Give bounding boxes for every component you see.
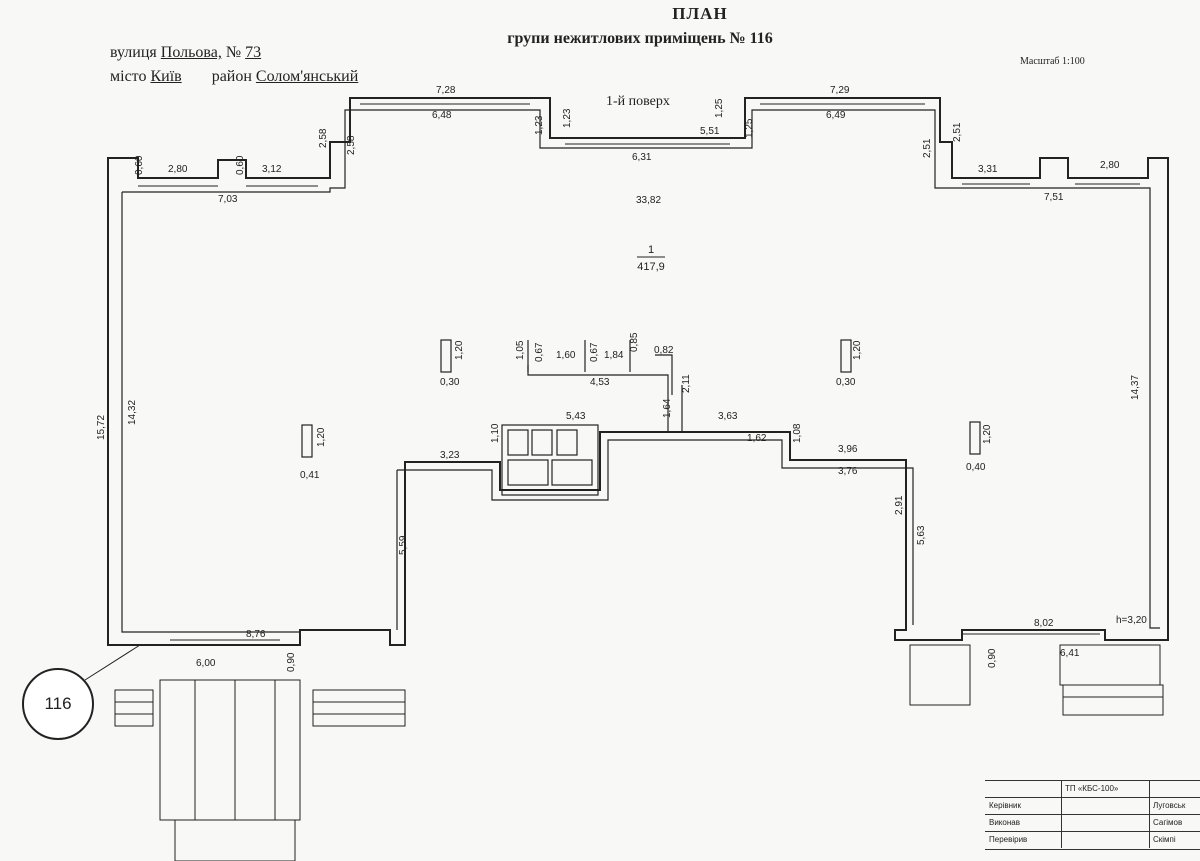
dim-120d: 1,20 <box>982 424 993 444</box>
dim-453: 4,53 <box>590 377 610 388</box>
city-line: місто Київ район Солом'янський <box>110 68 358 86</box>
dim-3382: 33,82 <box>636 195 661 206</box>
stamp-row-2-name: Сагімов <box>1153 818 1183 827</box>
group-leader-line <box>84 644 141 681</box>
dim-641: 6,41 <box>1060 648 1080 659</box>
dim-164: 1,64 <box>662 398 673 418</box>
dim-211: 2,11 <box>681 374 692 393</box>
windows-top <box>138 103 1140 641</box>
stamp-row-3-name: Скімпі <box>1153 835 1176 844</box>
dim-729: 7,29 <box>830 85 850 96</box>
dim-703: 7,03 <box>218 194 238 205</box>
dim-543: 5,43 <box>566 411 586 422</box>
dim-1437: 14,37 <box>1130 375 1141 400</box>
dim-751: 7,51 <box>1044 192 1064 203</box>
room-area: 417,9 <box>637 261 665 273</box>
dim-331: 3,31 <box>978 164 998 175</box>
dim-030b: 0,30 <box>836 377 856 388</box>
dim-085: 0,85 <box>629 332 640 352</box>
dim-323: 3,23 <box>440 450 460 461</box>
dim-123b: 1,23 <box>562 108 573 128</box>
number-prefix: № <box>225 44 242 61</box>
outer-wall <box>107 97 1169 646</box>
title-block: ТП «КБС-100» Керівник Луговськ Виконав С… <box>985 770 1200 861</box>
dim-184: 1,84 <box>604 350 624 361</box>
dim-067a: 0,67 <box>534 342 545 362</box>
dim-648: 6,48 <box>432 110 452 121</box>
stairs <box>114 644 1164 861</box>
dim-082: 0,82 <box>654 345 674 356</box>
floor-label: 1-й поверх <box>606 94 670 109</box>
dim-876: 8,76 <box>246 629 266 640</box>
dim-280a: 2,80 <box>168 164 188 175</box>
room-label: 1 417,9 <box>637 244 665 273</box>
dim-060a: 0,60 <box>134 155 145 175</box>
dim-728: 7,28 <box>436 85 456 96</box>
dim-802: 8,02 <box>1034 618 1054 629</box>
dim-040: 0,40 <box>966 462 986 473</box>
city-prefix: місто <box>110 68 147 85</box>
stamp-row-3-label: Перевірив <box>989 835 1028 844</box>
street-line: вулиця Польова, № 73 <box>110 44 261 62</box>
scale-label: Масштаб 1:100 <box>1020 56 1085 67</box>
room-number: 1 <box>648 244 654 256</box>
dim-363: 3,63 <box>718 411 738 422</box>
district-name: Солом'янський <box>255 68 359 85</box>
dim-162: 1,62 <box>747 433 767 444</box>
dimension-labels: 7,28 6,48 2,58 2,58 1,23 1,23 1,25 1,25 … <box>96 85 1147 672</box>
dim-258b: 2,58 <box>346 135 357 155</box>
dim-160: 1,60 <box>556 350 576 361</box>
dim-376: 3,76 <box>838 466 858 477</box>
building-number: 73 <box>245 44 262 61</box>
dim-551: 5,51 <box>700 126 720 137</box>
dim-030a: 0,30 <box>440 377 460 388</box>
dim-110: 1,10 <box>490 423 501 443</box>
dim-280b: 2,80 <box>1100 160 1120 171</box>
stamp-row-1-name: Луговськ <box>1153 801 1186 810</box>
plan-subtitle: групи нежитлових приміщень № 116 <box>507 30 773 47</box>
dim-120c: 1,20 <box>316 427 327 447</box>
stamp-org: ТП «КБС-100» <box>1065 784 1119 793</box>
dim-312: 3,12 <box>262 164 282 175</box>
dim-108: 1,08 <box>792 423 803 443</box>
dim-120b: 1,20 <box>852 340 863 360</box>
dim-396: 3,96 <box>838 444 858 455</box>
central-partitions <box>501 340 683 496</box>
dim-291: 2,91 <box>894 495 905 515</box>
dim-1432: 14,32 <box>127 400 138 425</box>
dim-1572: 15,72 <box>96 415 107 440</box>
dim-125b: 1,25 <box>744 118 755 138</box>
dim-123a: 1,23 <box>534 115 545 135</box>
street-name: Польова, <box>160 44 222 61</box>
dim-563: 5,63 <box>916 525 927 545</box>
dim-060b: 0,60 <box>235 155 246 175</box>
dim-120a: 1,20 <box>454 340 465 360</box>
group-number-circle: 116 <box>22 668 94 740</box>
dim-251b: 2,51 <box>952 122 963 142</box>
dim-067b: 0,67 <box>589 342 600 362</box>
dim-041: 0,41 <box>300 470 320 481</box>
street-prefix: вулиця <box>110 44 157 61</box>
dim-251a: 2,51 <box>922 138 933 158</box>
dim-090a: 0,90 <box>286 652 297 672</box>
inner-wall <box>122 109 1160 629</box>
dim-090b: 0,90 <box>987 648 998 668</box>
columns <box>301 339 981 458</box>
stamp-row-2-label: Виконав <box>989 818 1020 827</box>
dim-258a: 2,58 <box>318 128 329 148</box>
group-number: 116 <box>44 694 72 713</box>
dim-105: 1,05 <box>515 340 526 360</box>
dim-125a: 1,25 <box>714 98 725 118</box>
dim-600: 6,00 <box>196 658 216 669</box>
plan-title: ПЛАН <box>672 4 728 23</box>
ceiling-height: h=3,20 <box>1116 615 1147 626</box>
dim-649: 6,49 <box>826 110 846 121</box>
district-prefix: район <box>211 68 252 85</box>
dim-559: 5,59 <box>398 535 409 555</box>
stamp-row-1-label: Керівник <box>989 801 1021 810</box>
dim-631: 6,31 <box>632 152 652 163</box>
city-name: Київ <box>150 68 182 85</box>
